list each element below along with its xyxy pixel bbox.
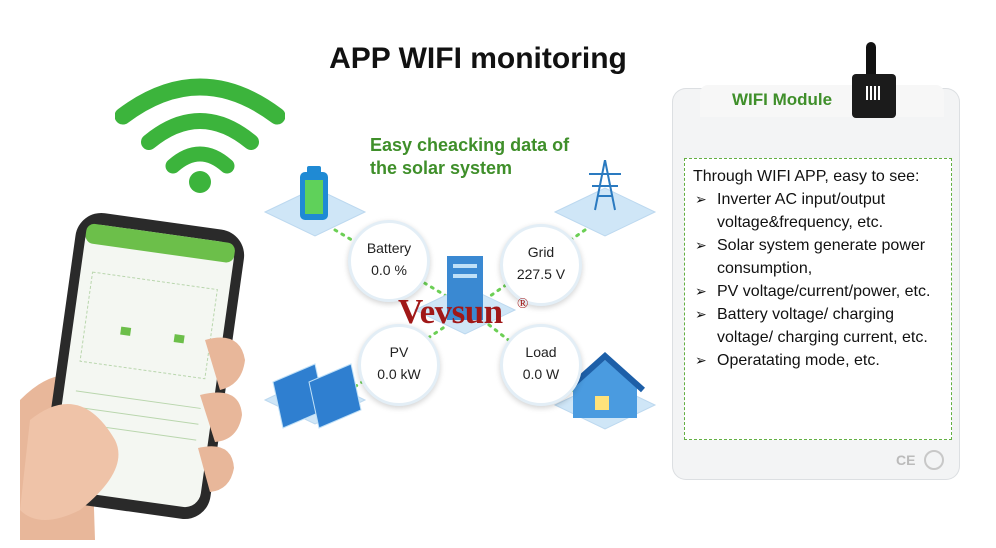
page-title: APP WIFI monitoring <box>329 42 627 75</box>
recycle-icon <box>924 450 944 470</box>
list-item: ➢Solar system generate power consumption… <box>693 234 943 280</box>
load-bubble: Load 0.0 W <box>500 324 582 406</box>
pv-bubble: PV 0.0 kW <box>358 324 440 406</box>
grid-value: 227.5 V <box>516 266 566 282</box>
grid-label: Grid <box>527 244 555 260</box>
brand-logo: Vevsun <box>398 292 503 331</box>
subtitle: Easy cheacking data of the solar system <box>370 135 570 178</box>
arrow-icon: ➢ <box>695 306 707 322</box>
pv-value: 0.0 kW <box>377 366 421 382</box>
list-item: ➢Operatating mode, etc. <box>693 349 943 372</box>
arrow-icon: ➢ <box>695 283 707 299</box>
battery-bubble: Battery 0.0 % <box>348 220 430 302</box>
list-item: ➢PV voltage/current/power, etc. <box>693 280 943 303</box>
battery-label: Battery <box>366 240 412 256</box>
wifi-icon <box>115 78 285 193</box>
solar-system-diagram <box>263 160 657 430</box>
load-value: 0.0 W <box>522 366 560 382</box>
ce-mark: CE <box>896 452 916 468</box>
list-item: ➢Battery voltage/ charging voltage/ char… <box>693 303 943 349</box>
feature-list: ➢Inverter AC input/output voltage&freque… <box>693 188 943 372</box>
arrow-icon: ➢ <box>695 352 707 368</box>
module-top-tab <box>700 85 944 117</box>
module-intro: Through WIFI APP, easy to see: <box>693 168 920 185</box>
battery-value: 0.0 % <box>371 262 407 278</box>
load-label: Load <box>525 344 557 360</box>
qr-code-icon <box>866 86 880 100</box>
grid-bubble: Grid 227.5 V <box>500 224 582 306</box>
antenna-icon <box>866 42 876 82</box>
list-item: ➢Inverter AC input/output voltage&freque… <box>693 188 943 234</box>
registered-mark: ® <box>517 296 529 312</box>
arrow-icon: ➢ <box>695 191 707 207</box>
pv-label: PV <box>389 344 409 360</box>
arrow-icon: ➢ <box>695 237 707 253</box>
module-description: Through WIFI APP, easy to see: ➢Inverter… <box>684 158 952 440</box>
module-label: WIFI Module <box>732 90 833 109</box>
phone-app-illustration <box>20 212 245 540</box>
